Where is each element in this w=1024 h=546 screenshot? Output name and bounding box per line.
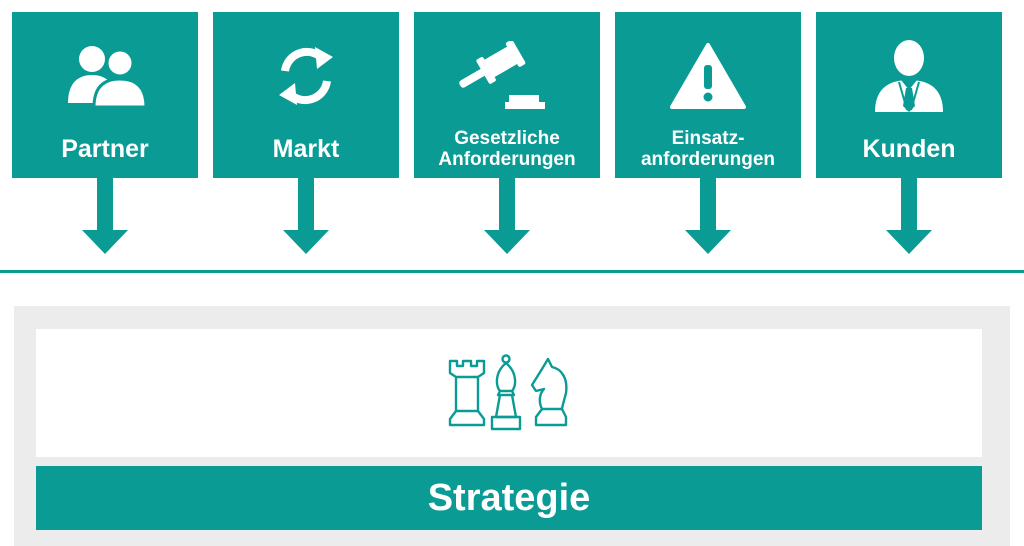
strategy-panel: Strategie [14, 306, 1010, 546]
factor-card-partner: Partner [12, 12, 198, 178]
factor-label-line: anforderungen [640, 149, 776, 170]
factor-label: Einsatz- anforderungen [615, 120, 801, 178]
factor-card-kunden: Kunden [816, 12, 1002, 178]
factor-label-line: Anforderungen [438, 149, 576, 170]
down-arrow-icon [82, 178, 128, 254]
factor-label: Markt [272, 134, 340, 163]
strategy-label: Strategie [427, 476, 591, 519]
down-arrow-icon [685, 178, 731, 254]
refresh-cycle-icon [213, 36, 399, 116]
partners-icon [12, 36, 198, 116]
down-arrow-icon [886, 178, 932, 254]
factor-card-markt: Markt [213, 12, 399, 178]
factor-label: Gesetzliche Anforderungen [414, 120, 600, 178]
strategy-label-bar: Strategie [36, 466, 982, 530]
warning-icon [615, 36, 801, 116]
factor-card-einsatzanforderungen: Einsatz- anforderungen [615, 12, 801, 178]
businessman-icon [816, 36, 1002, 116]
gavel-icon [414, 36, 600, 116]
divider-line [0, 270, 1024, 273]
strategy-icon-area [36, 329, 982, 457]
chess-pieces-icon [448, 354, 568, 431]
factor-label-line: Gesetzliche [454, 128, 560, 149]
factor-label-line: Einsatz- [671, 128, 745, 149]
factor-card-gesetzliche-anforderungen: Gesetzliche Anforderungen [414, 12, 600, 178]
down-arrow-icon [484, 178, 530, 254]
factor-label: Kunden [862, 134, 956, 163]
factor-label: Partner [61, 134, 149, 163]
down-arrow-icon [283, 178, 329, 254]
